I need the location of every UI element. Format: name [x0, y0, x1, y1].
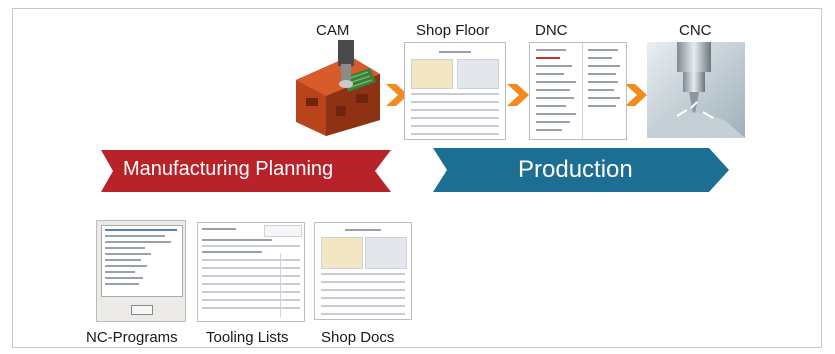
stage-label-cnc: CNC — [679, 22, 712, 39]
output-label-shop-docs: Shop Docs — [321, 329, 395, 346]
arrow-right-icon — [386, 84, 408, 106]
cam-image — [296, 40, 380, 136]
shop-docs-thumbnail — [314, 222, 412, 320]
manufacturing-planning-banner: Manufacturing Planning — [123, 158, 334, 180]
tooling-lists-thumbnail — [197, 222, 305, 322]
output-label-nc-programs: NC-Programs — [86, 329, 178, 346]
output-label-tooling-lists: Tooling Lists — [206, 329, 289, 346]
nc-programs-thumbnail — [96, 220, 186, 322]
shop-floor-thumbnail — [404, 42, 506, 140]
production-banner: Production — [518, 156, 633, 183]
stage-label-shop-floor: Shop Floor — [416, 22, 490, 39]
stage-label-cam: CAM — [316, 22, 350, 39]
cnc-image — [647, 42, 745, 138]
manufacturing-planning-banner-shape — [101, 150, 391, 192]
dnc-thumbnail — [529, 42, 627, 140]
production-banner-shape — [433, 148, 729, 192]
arrow-right-icon — [625, 84, 647, 106]
arrow-right-icon — [507, 84, 529, 106]
stage-label-dnc: DNC — [535, 22, 568, 39]
